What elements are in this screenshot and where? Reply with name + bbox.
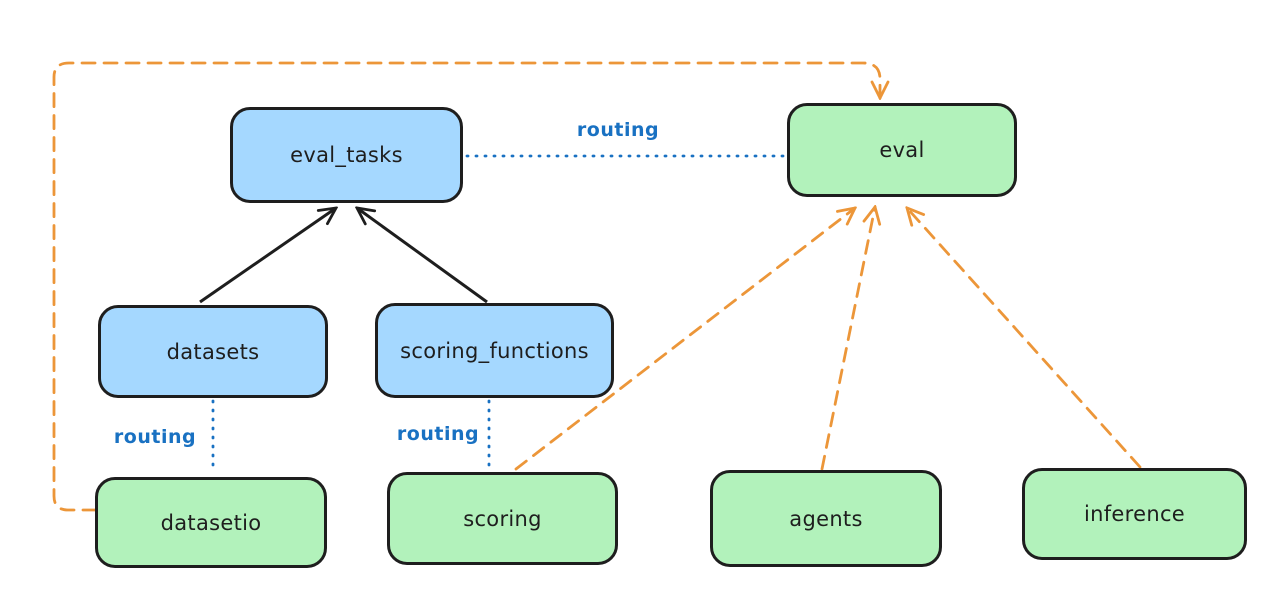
edge-datasetio-to-eval <box>52 61 880 512</box>
node-scoring-functions: scoring_functions <box>375 303 614 398</box>
node-eval: eval <box>787 103 1017 197</box>
node-eval-label: eval <box>879 138 925 162</box>
node-inference: inference <box>1022 468 1247 560</box>
node-datasets: datasets <box>98 305 328 398</box>
node-agents-label: agents <box>789 506 863 531</box>
edge-inference-to-eval <box>907 208 1142 469</box>
node-scoring: scoring <box>387 472 618 565</box>
node-datasetio: datasetio <box>95 477 327 568</box>
routing-label-eval-tasks-eval: routing <box>576 119 660 141</box>
edge-agents-to-eval <box>820 207 875 471</box>
node-datasetio-label: datasetio <box>160 510 262 535</box>
node-inference-label: inference <box>1083 502 1186 526</box>
node-eval-tasks: eval_tasks <box>230 107 463 203</box>
node-datasets-label: datasets <box>166 339 260 364</box>
routing-label-datasets-datasetio: routing <box>113 426 197 448</box>
node-scoring-functions-label: scoring_functions <box>400 338 589 363</box>
node-scoring-label: scoring <box>463 506 542 531</box>
node-eval-tasks-label: eval_tasks <box>290 143 403 167</box>
edge-scoring-to-eval <box>514 208 855 471</box>
routing-label-scoring-functions-scoring: routing <box>396 423 480 445</box>
node-agents: agents <box>710 470 942 567</box>
edge-scoring-functions-to-eval-tasks <box>357 208 488 304</box>
edge-datasets-to-eval-tasks <box>199 208 336 304</box>
